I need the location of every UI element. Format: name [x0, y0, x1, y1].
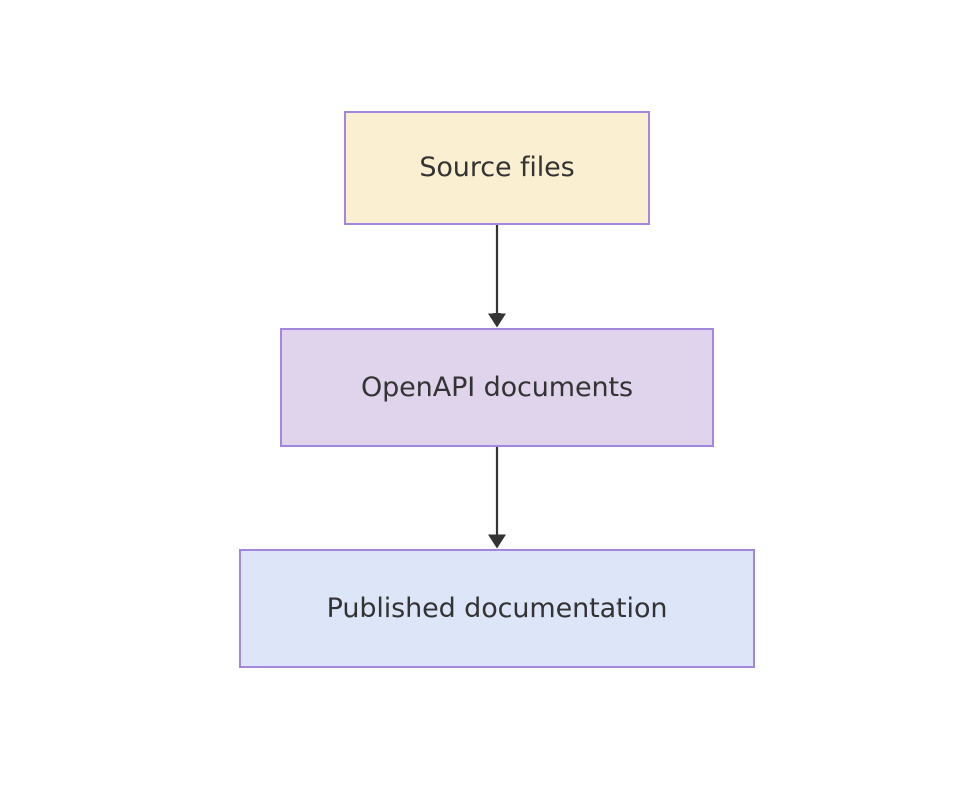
- node-label-published-documentation: Published documentation: [326, 592, 668, 624]
- node-source-files[interactable]: Source files: [344, 111, 650, 225]
- arrowhead-icon-source-to-openapi: [488, 313, 506, 328]
- node-published-documentation[interactable]: Published documentation: [239, 549, 755, 668]
- node-label-openapi-documents: OpenAPI documents: [360, 371, 633, 403]
- node-label-source-files: Source files: [419, 152, 575, 184]
- node-openapi-documents[interactable]: OpenAPI documents: [280, 328, 714, 447]
- edge-source-to-openapi: [488, 225, 506, 328]
- edge-openapi-to-published: [488, 447, 506, 549]
- arrowhead-icon-openapi-to-published: [488, 534, 506, 549]
